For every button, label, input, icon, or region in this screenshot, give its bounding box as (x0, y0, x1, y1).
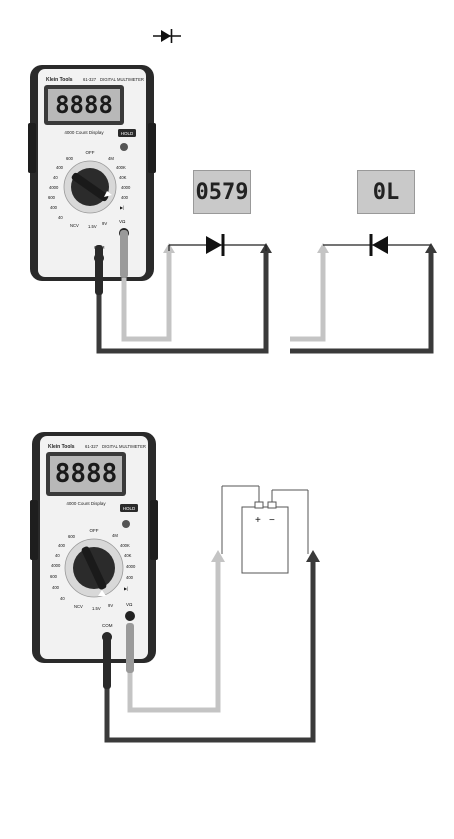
test-leads (0, 55, 454, 375)
battery-plus: + (255, 515, 261, 526)
battery-minus: − (269, 515, 275, 526)
reading-reverse: 0L (373, 180, 400, 205)
reading-forward-lcd: 0579 (193, 170, 251, 214)
diode-symbol-icon (152, 26, 182, 46)
diode-test-figure: 8888 Klein Tools 61-327 DIGITAL MULTIMET… (0, 55, 454, 375)
test-leads: + − (0, 428, 454, 758)
reading-forward: 0579 (196, 180, 249, 205)
reading-reverse-lcd: 0L (357, 170, 415, 214)
battery-test-figure: 8888 Klein Tools 61-327 DIGITAL MULTIMET… (0, 428, 454, 758)
